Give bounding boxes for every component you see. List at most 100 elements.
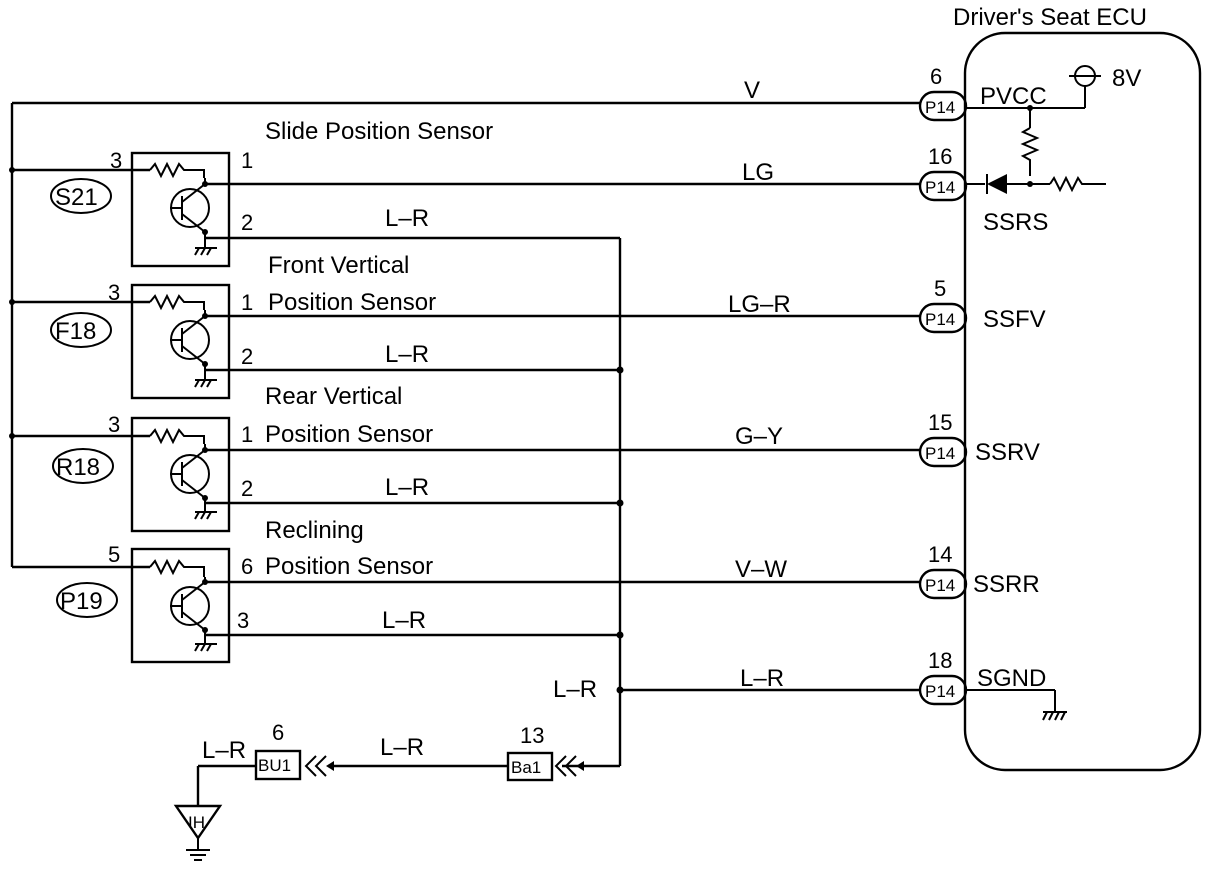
ecu-ground-icon bbox=[1042, 711, 1067, 721]
terminal-connector-ssrr bbox=[918, 568, 968, 600]
terminal-connector-pvcc bbox=[918, 90, 968, 122]
sensor-resistor-icon-f18 bbox=[149, 293, 205, 311]
terminal-ssrv: 15 P14 SSRV bbox=[918, 410, 1040, 468]
signal-wire-label-f18: LG–R bbox=[728, 291, 791, 318]
sensor-ground-pin-p19: 3 bbox=[237, 608, 249, 633]
chassis-ground-icon bbox=[186, 849, 210, 861]
terminal-ssfv: 5 P14 SSFV bbox=[918, 276, 1046, 334]
sensor-box-f18 bbox=[130, 283, 231, 400]
sensor-box-r18 bbox=[130, 416, 231, 533]
terminal-ssrr: 14 P14 SSRR bbox=[918, 542, 1040, 600]
sensor-signal-pin-s21: 1 bbox=[241, 148, 253, 173]
wire-label-pvcc: V bbox=[744, 77, 760, 104]
arrow-icon-bu1 bbox=[326, 761, 334, 771]
connector-id-ba1: Ba1 bbox=[511, 758, 541, 777]
terminal-name-ssrv: SSRV bbox=[975, 439, 1040, 466]
connector-pin-bu1: 6 bbox=[272, 720, 284, 745]
sensor-id-r18: R18 bbox=[56, 454, 100, 481]
terminal-name-ssrr: SSRR bbox=[973, 571, 1040, 598]
transistor-icon-r18 bbox=[170, 449, 210, 499]
drop-wire-label: L–R bbox=[202, 737, 246, 764]
sensor-signal-pin-p19: 6 bbox=[241, 554, 253, 579]
input-resistor-icon bbox=[1049, 175, 1106, 193]
transistor-icon-p19 bbox=[170, 581, 210, 631]
sensor-id-badge-f18 bbox=[50, 312, 112, 348]
sensor-supply-pin-p19: 5 bbox=[108, 542, 120, 567]
sensor-title-f18-line1: Front Vertical bbox=[268, 252, 409, 279]
sensor-id-p19: P19 bbox=[60, 588, 103, 615]
ground-wire-label-p19: L–R bbox=[382, 607, 426, 634]
ecu-internal-circuit: 8V bbox=[966, 65, 1141, 721]
sensor-id-badge-s21 bbox=[50, 178, 112, 214]
transistor-icon-s21 bbox=[170, 183, 210, 233]
connector-bu1: 6 BU1 bbox=[254, 720, 334, 781]
terminal-name-pvcc: PVCC bbox=[980, 83, 1047, 110]
terminal-connector-ssrv bbox=[918, 436, 968, 468]
ecu-supply-voltage: 8V bbox=[1112, 65, 1141, 92]
sensor-title-s21: Slide Position Sensor bbox=[265, 118, 493, 145]
terminal-connector-label-ssfv: P14 bbox=[925, 310, 955, 329]
terminal-pvcc: 6 P14 PVCC bbox=[918, 64, 1047, 122]
sensor-ground-pin-s21: 2 bbox=[241, 210, 253, 235]
sensor-box-p19 bbox=[130, 547, 231, 664]
ground-point-triangle-icon bbox=[173, 804, 223, 841]
signal-wire-label-p19: V–W bbox=[735, 556, 787, 583]
terminal-pin-sgnd: 18 bbox=[928, 648, 952, 673]
sensor-r18: Rear Vertical Position Sensor R18 3 1 2 … bbox=[9, 383, 920, 533]
sensor-id-badge-r18 bbox=[52, 448, 114, 484]
sgnd-wire-label: L–R bbox=[740, 665, 784, 692]
terminal-pin-ssrv: 15 bbox=[928, 410, 952, 435]
sensor-resistor-icon-r18 bbox=[149, 427, 205, 445]
ground-point: IH bbox=[173, 804, 223, 861]
sensor-title-r18-line1: Rear Vertical bbox=[265, 383, 402, 410]
link-wire-label: L–R bbox=[380, 734, 424, 761]
ground-bus: L–R L–R bbox=[553, 238, 920, 768]
sensor-box-s21 bbox=[130, 151, 231, 268]
pullup-resistor-icon bbox=[1020, 127, 1040, 176]
terminal-pin-pvcc: 6 bbox=[930, 64, 942, 89]
ecu-box bbox=[963, 31, 1202, 772]
terminal-connector-label-ssrv: P14 bbox=[925, 444, 955, 463]
sensor-f18: Front Vertical Position Sensor F18 3 1 2… bbox=[9, 252, 920, 400]
connector-chevron-icon-ba1 bbox=[554, 755, 577, 777]
terminal-pin-ssrs: 16 bbox=[928, 144, 952, 169]
sensor-resistor-icon-s21 bbox=[149, 161, 205, 179]
diode-icon bbox=[987, 174, 1007, 194]
terminal-connector-label-pvcc: P14 bbox=[925, 98, 955, 117]
sensor-signal-pin-r18: 1 bbox=[241, 422, 253, 447]
connector-chevron-icon-bu1 bbox=[304, 755, 327, 777]
terminal-name-ssfv: SSFV bbox=[983, 306, 1046, 333]
sensor-ground-icon-r18 bbox=[194, 511, 217, 520]
sensor-p19: Reclining Position Sensor P19 5 6 3 V–W bbox=[12, 517, 920, 664]
ground-wire-label-r18: L–R bbox=[385, 474, 429, 501]
signal-wire-label-s21: LG bbox=[742, 159, 774, 186]
sensor-id-f18: F18 bbox=[55, 318, 96, 345]
sensor-title-p19-line1: Reclining bbox=[265, 517, 364, 544]
ground-point-label: IH bbox=[188, 813, 205, 832]
terminal-pin-ssfv: 5 bbox=[934, 276, 946, 301]
sensor-ground-pin-r18: 2 bbox=[241, 476, 253, 501]
sensor-ground-icon-p19 bbox=[194, 643, 217, 652]
sensor-supply-pin-f18: 3 bbox=[108, 280, 120, 305]
terminal-connector-ssrs bbox=[918, 170, 968, 202]
sensor-s21: Slide Position Sensor S21 3 1 2 LG L–R bbox=[9, 118, 920, 268]
transistor-icon-f18 bbox=[170, 315, 210, 365]
terminal-connector-ssfv bbox=[918, 302, 968, 334]
sensor-title-f18-line2: Position Sensor bbox=[268, 289, 436, 316]
sensor-ground-pin-f18: 2 bbox=[241, 344, 253, 369]
sensor-signal-pin-f18: 1 bbox=[241, 290, 253, 315]
ecu-title: Driver's Seat ECU bbox=[953, 4, 1147, 31]
sensor-ground-icon-s21 bbox=[194, 247, 217, 256]
terminal-connector-label-sgnd: P14 bbox=[925, 682, 955, 701]
sensor-title-r18-line2: Position Sensor bbox=[265, 421, 433, 448]
sensor-title-p19-line2: Position Sensor bbox=[265, 553, 433, 580]
terminal-pin-ssrr: 14 bbox=[928, 542, 952, 567]
connector-pin-ba1: 13 bbox=[520, 723, 544, 748]
ground-wire-label-f18: L–R bbox=[385, 341, 429, 368]
terminal-name-sgnd: SGND bbox=[977, 665, 1046, 692]
terminal-name-ssrs: SSRS bbox=[983, 209, 1048, 236]
connector-ba1: 13 Ba1 bbox=[506, 723, 584, 782]
terminal-ssrs: 16 P14 SSRS bbox=[918, 144, 1048, 236]
arrow-icon-ba1 bbox=[576, 761, 584, 771]
